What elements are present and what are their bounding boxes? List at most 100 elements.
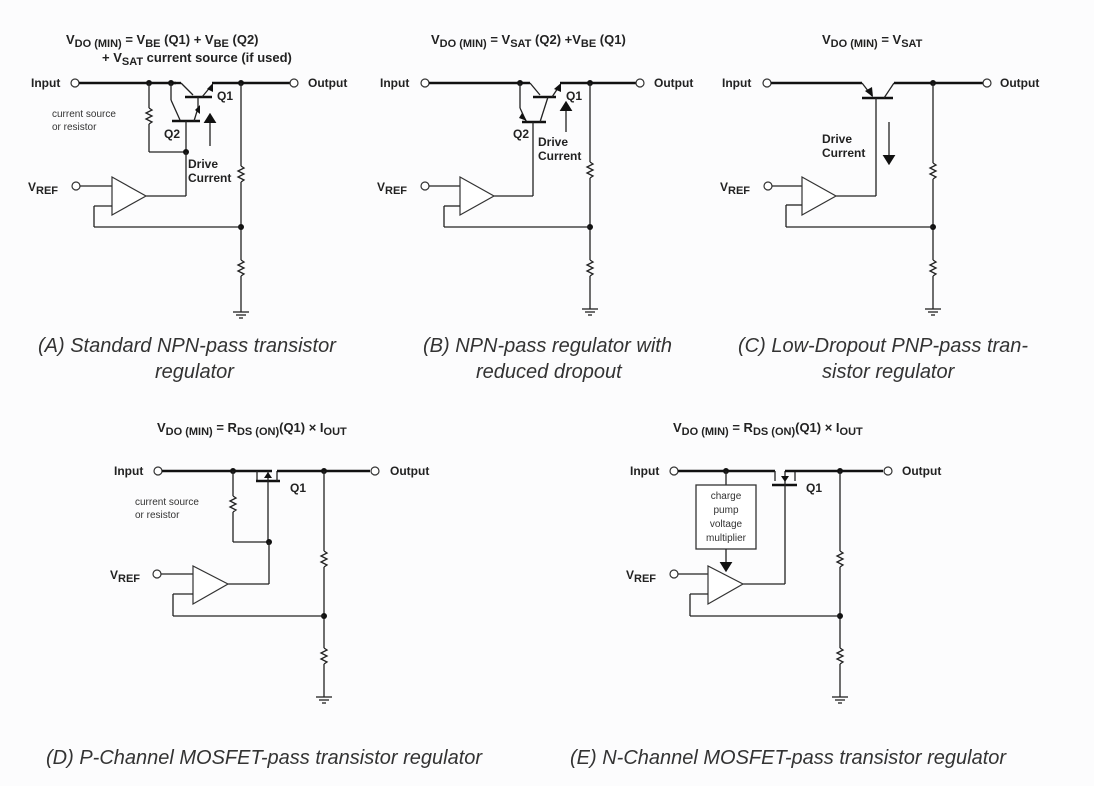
panel-d: VDO (MIN) = RDS (ON)(Q1) × IOUT Input Ou… <box>46 420 483 769</box>
equation-subscript: OUT <box>324 426 348 438</box>
output-terminal-b <box>635 78 645 88</box>
equation-part: V <box>157 420 166 435</box>
q2-label-b: Q2 <box>513 127 529 141</box>
caption-b-2: reduced dropout <box>476 361 623 383</box>
equation-subscript: BE <box>145 38 160 50</box>
equation-part: = R <box>213 420 238 435</box>
pump-line-1: charge <box>711 491 742 502</box>
source-label-a-1: current source <box>52 109 116 120</box>
equation-subscript: SAT <box>122 56 143 68</box>
equation-subscript: SAT <box>510 38 531 50</box>
equation-part: V <box>431 32 440 47</box>
equation-d: VDO (MIN) = RDS (ON)(Q1) × IOUT <box>157 420 347 438</box>
ground-icon-d <box>316 696 332 704</box>
caption-a-2: regulator <box>155 361 235 383</box>
input-label-e: Input <box>630 464 659 478</box>
error-amplifier-e <box>707 565 745 606</box>
equation-part: current source (if used) <box>143 50 292 65</box>
equation-part: + V <box>102 50 122 65</box>
ground-icon-e <box>832 696 848 704</box>
drive-label-a-1: Drive <box>188 157 218 171</box>
error-amplifier-a <box>111 175 148 217</box>
input-terminal-e <box>669 466 679 476</box>
equation-subscript: DS (ON) <box>753 426 796 438</box>
q1-label-b: Q1 <box>566 89 582 103</box>
caption-b-1: (B) NPN-pass regulator with <box>423 335 672 357</box>
ground-icon-c <box>925 308 941 316</box>
input-label-b: Input <box>380 76 409 90</box>
output-terminal-a <box>289 78 299 88</box>
output-label-a: Output <box>308 76 347 90</box>
source-label-a-2: or resistor <box>52 122 97 133</box>
pump-line-4: multiplier <box>706 533 747 544</box>
equation-e: VDO (MIN) = RDS (ON)(Q1) × IOUT <box>673 420 863 438</box>
equation-part: = V <box>878 32 902 47</box>
equation-a-line1: VDO (MIN) = VBE (Q1) + VBE (Q2) <box>66 32 259 50</box>
panel-c: VDO (MIN) = VSAT Input Output Drive Curr… <box>720 32 1039 383</box>
equation-a-line2: + VSAT current source (if used) <box>102 50 292 68</box>
source-label-d-2: or resistor <box>135 510 180 521</box>
caption-c-1: (C) Low-Dropout PNP-pass tran- <box>738 335 1028 357</box>
q1-label-d: Q1 <box>290 481 306 495</box>
vref-terminal-a <box>71 181 81 191</box>
q1-label-a: Q1 <box>217 89 233 103</box>
drive-label-b-2: Current <box>538 149 581 163</box>
input-terminal-b <box>420 78 430 88</box>
drive-label-b-1: Drive <box>538 135 568 149</box>
equation-subscript: DO (MIN) <box>166 426 213 438</box>
equation-subscript: SAT <box>901 38 922 50</box>
pump-line-2: pump <box>713 505 738 516</box>
error-amplifier-d <box>192 565 230 606</box>
equation-subscript: OUT <box>840 426 864 438</box>
input-terminal-c <box>762 78 772 88</box>
equation-b: VDO (MIN) = VSAT (Q2) +VBE (Q1) <box>431 32 626 50</box>
equation-subscript: DO (MIN) <box>682 426 729 438</box>
equation-part: V <box>66 32 75 47</box>
panel-b: VDO (MIN) = VSAT (Q2) +VBE (Q1) Input Ou… <box>377 32 693 383</box>
equation-subscript: BE <box>214 38 229 50</box>
equation-subscript: DO (MIN) <box>75 38 122 50</box>
equation-part: = R <box>729 420 754 435</box>
vref-terminal-d <box>152 569 162 579</box>
vref-label-c: VREF <box>720 180 750 197</box>
equation-subscript: DS (ON) <box>237 426 280 438</box>
vref-label-a: VREF <box>28 180 58 197</box>
ground-icon-b <box>582 308 598 316</box>
error-amplifier-c <box>801 175 838 217</box>
output-label-d: Output <box>390 464 429 478</box>
equation-part: (Q1) × I <box>795 420 839 435</box>
output-terminal-e <box>883 466 893 476</box>
equation-part: V <box>673 420 682 435</box>
output-label-b: Output <box>654 76 693 90</box>
input-label-c: Input <box>722 76 751 90</box>
q2-label-a: Q2 <box>164 127 180 141</box>
equation-part: (Q1) <box>596 32 626 47</box>
caption-e: (E) N-Channel MOSFET-pass transistor reg… <box>570 747 1007 769</box>
panel-a: VDO (MIN) = VBE (Q1) + VBE (Q2) + VSAT c… <box>28 32 347 383</box>
equation-part: (Q2) <box>229 32 259 47</box>
vref-terminal-e <box>669 569 679 579</box>
equation-subscript: DO (MIN) <box>831 38 878 50</box>
error-amplifier-b <box>459 175 496 217</box>
pump-line-3: voltage <box>710 519 743 530</box>
source-label-d-1: current source <box>135 497 199 508</box>
vref-label-e: VREF <box>626 568 656 585</box>
output-label-e: Output <box>902 464 941 478</box>
equation-part: = V <box>122 32 146 47</box>
input-label-a: Input <box>31 76 60 90</box>
caption-c-2: sistor regulator <box>822 361 956 383</box>
equation-part: (Q2) +V <box>531 32 581 47</box>
charge-pump-block <box>695 484 757 550</box>
output-label-c: Output <box>1000 76 1039 90</box>
equation-subscript: DO (MIN) <box>440 38 487 50</box>
drive-label-a-2: Current <box>188 171 231 185</box>
output-terminal-c <box>982 78 992 88</box>
caption-a-1: (A) Standard NPN-pass transistor <box>38 335 337 357</box>
q1-label-e: Q1 <box>806 481 822 495</box>
output-terminal-d <box>370 466 380 476</box>
input-terminal-a <box>70 78 80 88</box>
equation-subscript: BE <box>581 38 596 50</box>
input-label-d: Input <box>114 464 143 478</box>
drive-label-c-2: Current <box>822 146 865 160</box>
